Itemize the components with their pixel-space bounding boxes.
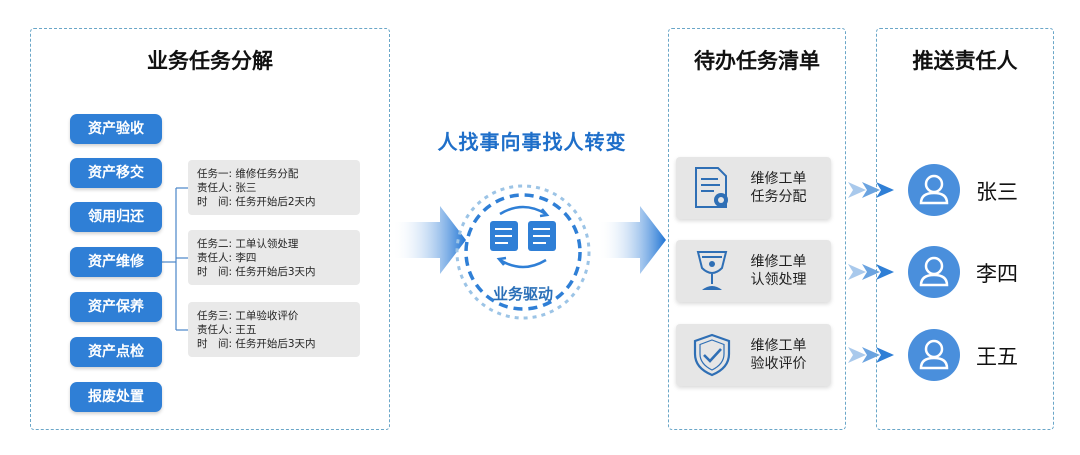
todo-line-2: 认领处理 — [750, 272, 807, 288]
todo-item-task-assignment[interactable]: 维修工单 任务分配 — [676, 157, 831, 219]
task-name: 任务二: 工单认领处理 — [197, 238, 299, 250]
panel-title: 推送责任人 — [912, 49, 1018, 73]
push-owner-panel: 推送责任人 — [876, 28, 1054, 430]
tag-asset-maintenance[interactable]: 资产保养 — [70, 292, 162, 322]
task-card-3: 任务三: 工单验收评价 责任人: 王五 时 间: 任务开始后3天内 — [188, 302, 360, 357]
panel-title: 待办任务清单 — [694, 49, 820, 73]
task-owner: 责任人: 王五 — [197, 324, 257, 336]
trophy-cup-icon — [696, 251, 728, 290]
business-drive-label: 业务驱动 — [492, 285, 553, 303]
todo-line-1: 维修工单 — [750, 171, 807, 187]
task-name: 任务三: 工单验收评价 — [197, 310, 299, 322]
double-chevron-icon — [848, 347, 894, 363]
document-certificate-icon — [695, 167, 728, 208]
task-owner: 责任人: 张三 — [197, 182, 257, 194]
tag-asset-inspection[interactable]: 资产点检 — [70, 337, 162, 367]
tag-asset-acceptance[interactable]: 资产验收 — [70, 114, 162, 144]
left-flow-arrow — [392, 206, 466, 274]
panel-title: 业务任务分解 — [147, 49, 273, 73]
user-icon — [919, 174, 949, 205]
task-card-2: 任务二: 工单认领处理 责任人: 李四 时 间: 任务开始后3天内 — [188, 230, 360, 285]
task-owner: 责任人: 李四 — [197, 252, 257, 264]
person-name: 李四 — [976, 262, 1018, 286]
task-name: 任务一: 维修任务分配 — [197, 168, 299, 180]
todo-line-2: 任务分配 — [750, 189, 807, 205]
business-drive-icon — [455, 184, 591, 320]
tag-asset-repair[interactable]: 资产维修 — [70, 247, 162, 277]
avatar — [908, 329, 960, 381]
todo-list-panel: 待办任务清单 — [668, 28, 846, 430]
double-chevron-icon — [848, 182, 894, 198]
task-time: 时 间: 任务开始后3天内 — [197, 338, 316, 350]
todo-line-2: 验收评价 — [750, 356, 807, 372]
double-chevron-icon — [848, 264, 894, 280]
task-card-1: 任务一: 维修任务分配 责任人: 张三 时 间: 任务开始后2天内 — [188, 160, 360, 215]
user-icon — [919, 339, 949, 370]
todo-item-acceptance-evaluation[interactable]: 维修工单 验收评价 — [676, 324, 831, 386]
avatar — [908, 164, 960, 216]
todo-line-1: 维修工单 — [750, 254, 807, 270]
person-name: 王五 — [976, 345, 1018, 369]
task-time: 时 间: 任务开始后3天内 — [197, 266, 316, 278]
transformation-title: 人找事向事找人转变 — [437, 130, 627, 154]
right-flow-arrow — [598, 206, 666, 274]
avatar — [908, 246, 960, 298]
shield-check-icon — [693, 333, 731, 377]
person-name: 张三 — [976, 180, 1018, 204]
tag-borrow-return[interactable]: 领用归还 — [70, 202, 162, 232]
todo-item-claim-process[interactable]: 维修工单 认领处理 — [676, 240, 831, 302]
tag-scrap-disposal[interactable]: 报废处置 — [70, 382, 162, 412]
user-icon — [919, 256, 949, 287]
task-breakdown-panel: 业务任务分解 — [30, 28, 390, 430]
todo-line-1: 维修工单 — [750, 338, 807, 354]
task-time: 时 间: 任务开始后2天内 — [197, 196, 316, 208]
tag-asset-transfer[interactable]: 资产移交 — [70, 158, 162, 188]
